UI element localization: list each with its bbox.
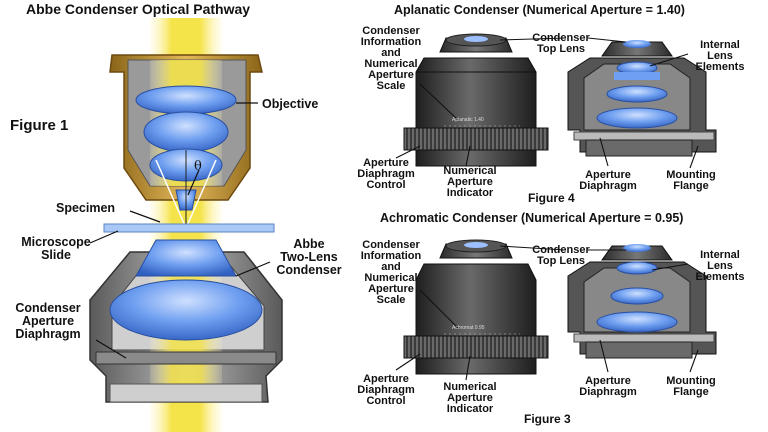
achromatic-lens-2 <box>610 287 664 305</box>
achromatic-cutaway <box>567 244 717 359</box>
objective-label: Objective <box>262 97 319 111</box>
figure-1-label: Figure 1 <box>10 117 69 134</box>
achromatic-exterior <box>403 239 549 375</box>
microscope-slide <box>103 223 275 233</box>
condenser-diaphragm-left <box>95 351 277 365</box>
objective-lens-2 <box>143 111 229 153</box>
figure-4-label: Figure 4 <box>528 191 575 205</box>
top-lens-ext-achromatic <box>464 242 488 248</box>
specimen-label: Specimen <box>56 201 116 215</box>
aplanatic-title: Aplanatic Condenser (Numerical Aperture … <box>394 3 685 17</box>
theta-label: θ <box>194 159 202 174</box>
leader-lines-right <box>395 37 699 381</box>
achromatic-lens-1 <box>616 261 658 275</box>
abbe-pathway-figure <box>89 18 283 432</box>
aplanatic-cutaway <box>567 40 717 157</box>
figure-3-label: Figure 3 <box>524 412 571 426</box>
achromatic-lens-3 <box>596 311 678 333</box>
aplanatic-lens-3 <box>596 107 678 129</box>
achromatic-scale-engraving: Achromat 0.95 <box>452 325 485 331</box>
aplanatic-scale-engraving: Aplanatic 1.40 <box>452 117 484 123</box>
aplanatic-lens-2 <box>606 85 668 103</box>
top-lens-ext-aplanatic <box>464 36 488 42</box>
condenser-bottom-lens-left <box>109 279 263 341</box>
achromatic-title: Achromatic Condenser (Numerical Aperture… <box>380 211 684 225</box>
aplanatic-exterior <box>403 33 549 167</box>
objective-lens-1 <box>135 85 237 115</box>
left-title: Abbe Condenser Optical Pathway <box>26 1 251 17</box>
